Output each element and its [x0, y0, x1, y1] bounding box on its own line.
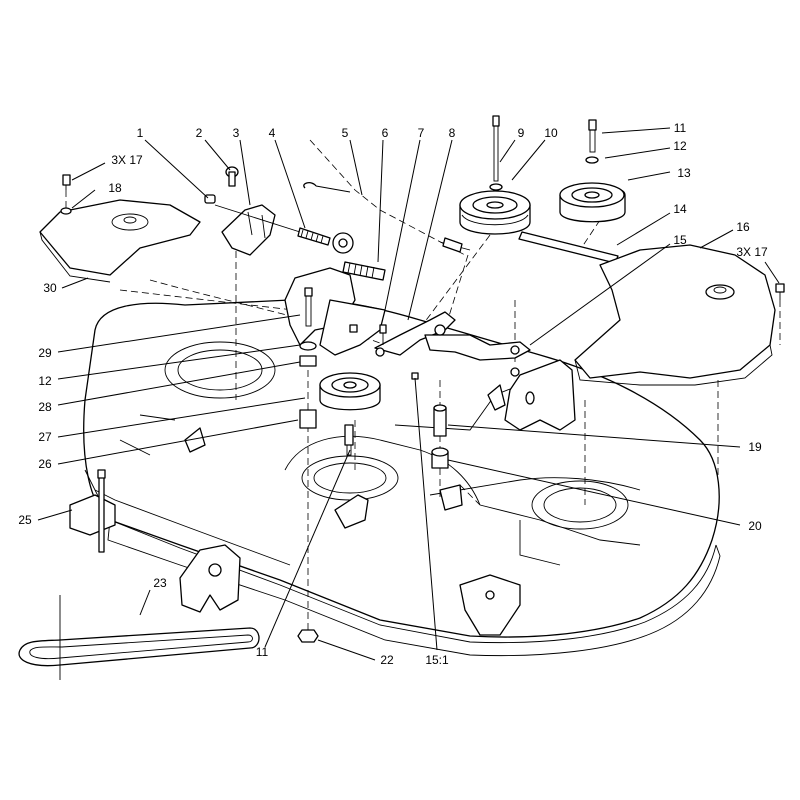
callout-28: 28 [38, 400, 52, 414]
callout-15: 15 [673, 233, 687, 247]
drive-belt-23 [18, 595, 260, 680]
callout-11-top: 11 [673, 121, 687, 135]
pulley-13 [559, 119, 626, 223]
callout-8: 8 [448, 126, 456, 140]
callout-12-left: 12 [38, 374, 52, 388]
callout-6: 6 [381, 126, 389, 140]
callout-10: 10 [544, 126, 558, 140]
callout-29: 29 [38, 346, 52, 360]
callout-23: 23 [153, 576, 167, 590]
nut-22 [297, 629, 319, 643]
callout-15-1: 15:1 [425, 653, 449, 667]
callout-14: 14 [673, 202, 687, 216]
callout-26: 26 [38, 457, 52, 471]
callout-3x17-left: 3X 17 [111, 153, 143, 167]
callout-11-bottom: 11 [255, 645, 269, 659]
pulley-28 [299, 287, 387, 456]
leader-lines [37, 127, 780, 661]
callout-4: 4 [268, 126, 276, 140]
callout-3: 3 [232, 126, 240, 140]
center-bracket [184, 427, 463, 529]
callout-7: 7 [417, 126, 425, 140]
callout-16: 16 [736, 220, 750, 234]
callout-3x17-right: 3X 17 [736, 245, 768, 259]
callout-20: 20 [748, 519, 762, 533]
pulley-10 [459, 115, 531, 235]
callout-1: 1 [136, 126, 144, 140]
tension-rod [214, 204, 354, 254]
idler-arm [284, 267, 531, 361]
callout-25: 25 [18, 513, 32, 527]
right-mount-bracket [487, 359, 576, 431]
callout-19: 19 [748, 440, 762, 454]
callout-9: 9 [517, 126, 525, 140]
callout-2: 2 [195, 126, 203, 140]
front-hanger [179, 544, 241, 613]
rod-14 [518, 231, 619, 264]
callout-18: 18 [108, 181, 122, 195]
front-bracket-25 [69, 469, 116, 553]
idler-spring [303, 182, 471, 281]
callout-30: 30 [43, 281, 57, 295]
rear-hanger [459, 574, 521, 636]
callout-13: 13 [677, 166, 691, 180]
callout-27: 27 [38, 430, 52, 444]
callout-12-top: 12 [673, 139, 687, 153]
callout-5: 5 [341, 126, 349, 140]
left-cover-plate [39, 174, 201, 283]
callout-22: 22 [380, 653, 394, 667]
spacers-19-20 [411, 372, 449, 469]
right-belt-shield [510, 244, 785, 386]
bracket-assembly [204, 166, 276, 256]
